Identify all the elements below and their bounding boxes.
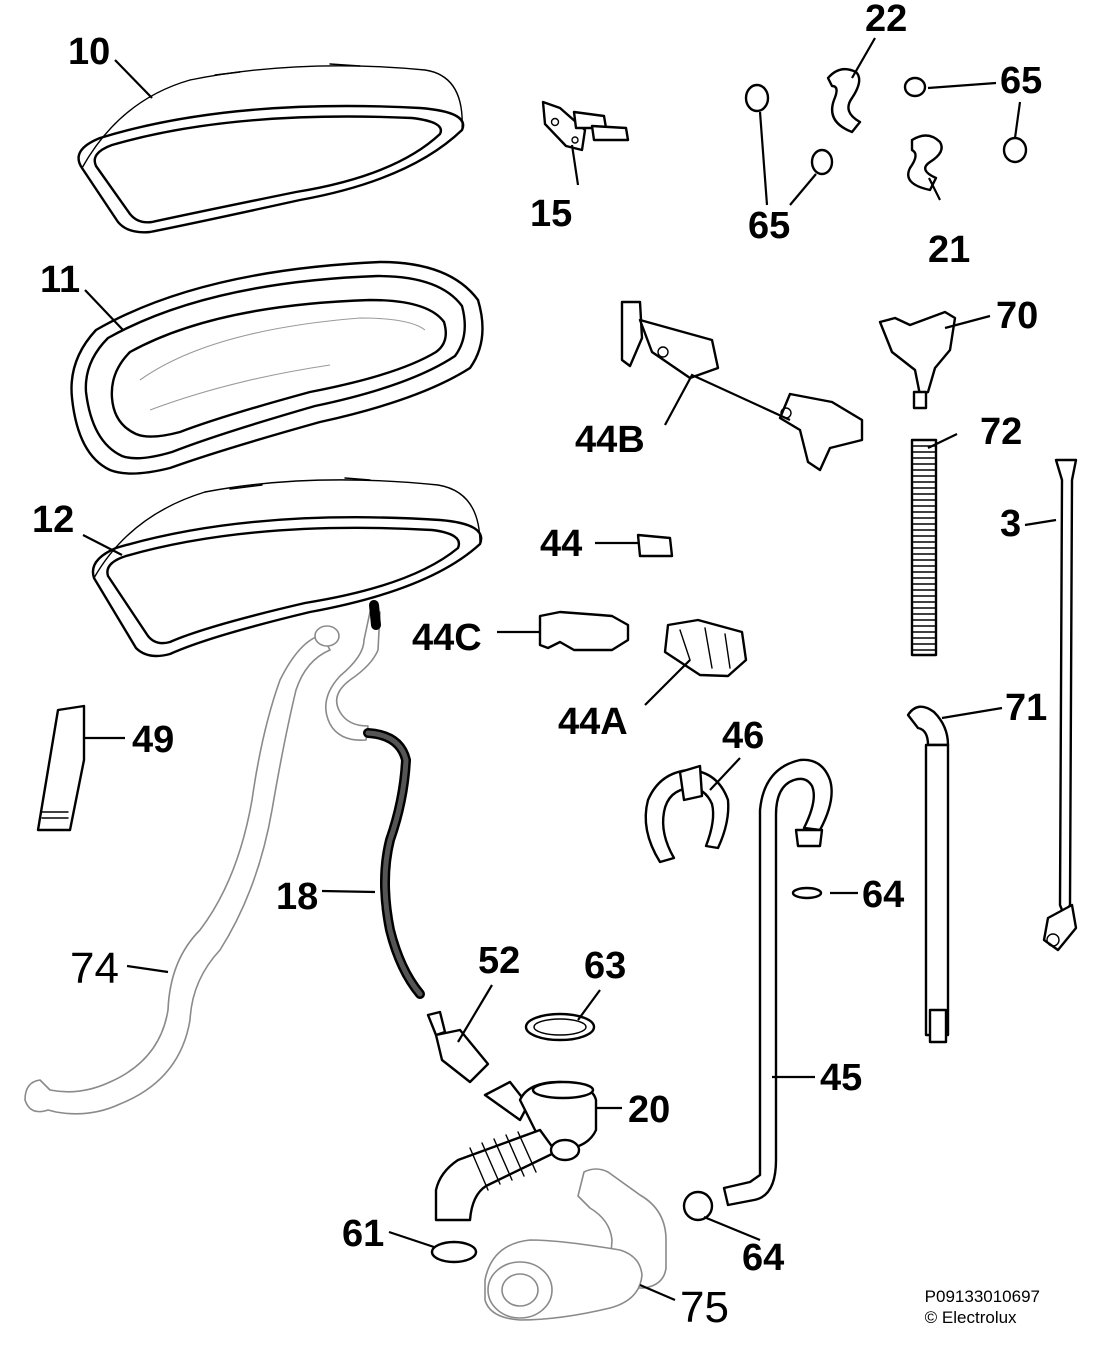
part-10-seal <box>77 63 465 234</box>
label-45: 45 <box>820 1057 862 1099</box>
copyright: © Electrolux <box>924 1308 1017 1327</box>
part-45-drain-hose <box>722 758 833 1207</box>
part-75-pump-hose <box>484 1168 667 1321</box>
label-49: 49 <box>132 719 174 761</box>
part-44c-bracket <box>538 610 630 652</box>
diagram-code: P09133010697 <box>924 1287 1040 1306</box>
part-labels: 10 11 12 15 22 65 65 21 70 44B 72 44 3 4… <box>32 0 1047 1332</box>
part-65-clamps <box>744 76 1028 176</box>
leader-lines <box>82 37 1057 1302</box>
part-21-elbow <box>907 134 943 192</box>
part-3-rod <box>1042 458 1078 952</box>
part-64-clamps <box>682 886 823 1222</box>
label-46: 46 <box>722 715 764 757</box>
label-71: 71 <box>1005 687 1047 729</box>
label-63: 63 <box>584 945 626 987</box>
label-52: 52 <box>478 940 520 982</box>
footer: P09133010697 © Electrolux <box>925 1286 1040 1328</box>
label-44b: 44B <box>575 419 645 461</box>
label-75: 75 <box>680 1283 729 1332</box>
label-10: 10 <box>68 31 110 73</box>
part-11-door-frame <box>70 260 484 475</box>
label-44c: 44C <box>412 617 482 659</box>
label-44a: 44A <box>558 701 628 743</box>
part-46-hose-guide <box>644 764 730 864</box>
part-70-hopper <box>878 310 957 410</box>
part-18-hose <box>324 600 425 999</box>
label-72: 72 <box>980 411 1022 453</box>
label-65-left: 65 <box>748 205 790 247</box>
part-72-corrugated-hose <box>910 438 938 657</box>
label-70: 70 <box>996 295 1038 337</box>
label-22: 22 <box>865 0 907 40</box>
label-64-top: 64 <box>862 874 904 916</box>
part-44-clip <box>636 533 674 558</box>
part-12-seal <box>91 477 483 658</box>
label-11: 11 <box>40 259 80 301</box>
part-15-bracket <box>541 100 630 152</box>
label-12: 12 <box>32 499 74 541</box>
part-22-elbow <box>826 67 862 134</box>
part-61-clamp <box>430 1240 478 1264</box>
label-18: 18 <box>276 876 318 918</box>
label-3: 3 <box>1000 503 1021 545</box>
label-44: 44 <box>540 523 582 565</box>
label-65-right: 65 <box>1000 60 1042 102</box>
part-49-latch <box>36 704 86 832</box>
part-20-sump-hose <box>434 1080 598 1222</box>
label-61: 61 <box>342 1213 384 1255</box>
label-64-bottom: 64 <box>742 1237 784 1279</box>
part-44b-clips <box>620 300 864 472</box>
part-52-connector <box>426 1010 490 1084</box>
label-15: 15 <box>530 193 572 235</box>
part-71-drain-tube <box>906 705 950 1044</box>
part-44a-bracket <box>663 618 748 678</box>
part-74-fill-hose <box>24 625 340 1115</box>
label-21: 21 <box>928 229 970 271</box>
label-20: 20 <box>628 1089 670 1131</box>
part-63-ring <box>524 1012 596 1042</box>
label-74: 74 <box>70 944 119 993</box>
